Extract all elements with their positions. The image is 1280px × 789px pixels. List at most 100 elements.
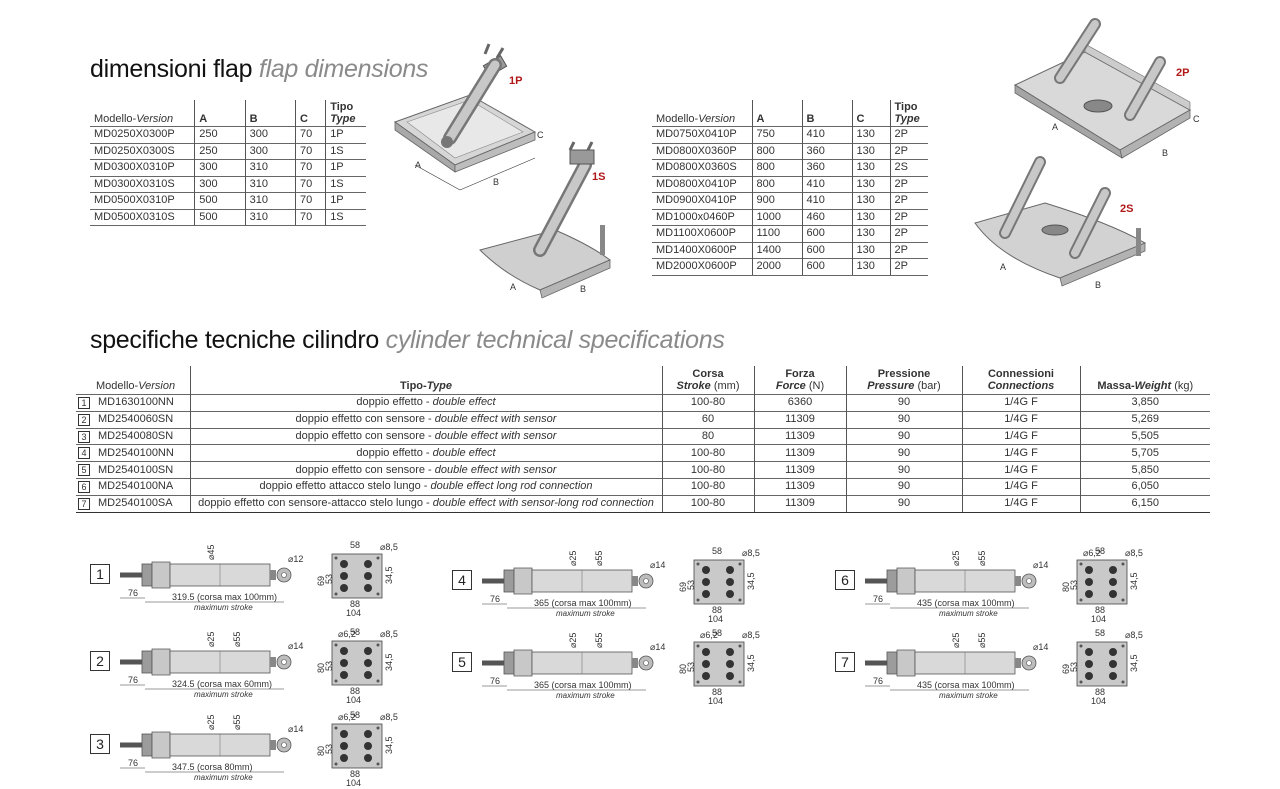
force-cell: 11309 <box>753 410 846 429</box>
c-cell: 130 <box>851 175 890 193</box>
height-side: 34,5 <box>384 566 394 584</box>
width-104: 104 <box>1091 696 1106 706</box>
drawing-number: 7 <box>835 652 855 672</box>
body-diameter-2: ⌀55 <box>977 551 987 566</box>
stroke-cell: 100-80 <box>661 494 754 513</box>
pressure-cell: 90 <box>845 427 962 445</box>
body-diameter-2: ⌀55 <box>977 633 987 648</box>
hole-diameter: ⌀8,5 <box>1125 548 1143 558</box>
type-cell: 2P <box>889 208 928 226</box>
type-cell: doppio effetto - double effect <box>189 444 662 462</box>
weight-cell: 5,269 <box>1079 410 1210 429</box>
cylinder-title-en: cylinder technical specifications <box>385 326 725 354</box>
stroke-cell: 60 <box>661 410 754 429</box>
max-stroke-caption: maximum stroke <box>556 691 615 700</box>
width-88: 88 <box>712 605 722 615</box>
length-dimension: 319.5 (corsa max 100mm) <box>172 592 277 602</box>
force-cell: 11309 <box>753 444 846 462</box>
stroke-cell: 100-80 <box>661 477 754 496</box>
rod-diameter: ⌀14 <box>288 641 303 651</box>
pressure-cell: 90 <box>845 394 962 412</box>
b-cell: 360 <box>801 159 852 176</box>
pressure-cell: 90 <box>845 444 962 462</box>
flap-1p-illustration: 1P A B C <box>393 43 544 191</box>
body-diameter: ⌀25 <box>568 551 578 566</box>
model-cell: MD0500X0310P <box>90 192 195 209</box>
cylinder-title-it: specifiche tecniche cilindro <box>90 326 379 354</box>
type-cell: 2P <box>889 241 928 259</box>
width-104: 104 <box>346 608 361 618</box>
type-cell: doppio effetto con sensore - double effe… <box>189 427 662 445</box>
length-dimension: 347.5 (corsa 80mm) <box>172 762 253 772</box>
model-cell: MD0800X0360S <box>652 159 752 176</box>
connections-cell: 1/4G F <box>961 410 1080 429</box>
c-cell: 130 <box>851 192 890 209</box>
offset-dimension: 76 <box>873 676 883 686</box>
width-104: 104 <box>708 696 723 706</box>
dim-b-label: B <box>1162 148 1168 158</box>
hole-diameter: ⌀8,5 <box>742 630 760 640</box>
width-88: 88 <box>1095 605 1105 615</box>
a-cell: 800 <box>751 159 802 176</box>
model-cell: MD1400X0600P <box>652 241 752 259</box>
drawing-number: 1 <box>90 564 110 584</box>
c-cell: 70 <box>294 192 326 209</box>
body-diameter-2: ⌀55 <box>232 632 242 647</box>
height-side: 34,5 <box>1129 572 1139 590</box>
body-diameter: ⌀25 <box>951 633 961 648</box>
c-cell: 70 <box>294 142 326 160</box>
hole-diameter-2: ⌀6,2 <box>700 630 718 640</box>
a-cell: 250 <box>194 126 246 143</box>
width-58: 58 <box>350 627 360 637</box>
hole-diameter: ⌀8,5 <box>380 629 398 639</box>
pressure-cell: 90 <box>845 494 962 513</box>
model-cell: MD1100X0600P <box>652 225 752 242</box>
type-cell: 1P <box>325 192 366 209</box>
dim-b-label: B <box>1095 280 1101 290</box>
dim-c-label: C <box>537 130 544 140</box>
width-88: 88 <box>350 599 360 609</box>
a-cell: 2000 <box>751 258 802 276</box>
type-cell: 2P <box>889 142 928 160</box>
c-cell: 130 <box>851 126 890 143</box>
c-cell: 130 <box>851 258 890 276</box>
force-cell: 6360 <box>753 394 846 412</box>
col-weight: Massa-Weight (kg) <box>1079 366 1210 395</box>
c-cell: 70 <box>294 126 326 143</box>
height-outer: 80 <box>316 746 326 756</box>
b-cell: 310 <box>244 175 296 193</box>
width-58: 58 <box>712 628 722 638</box>
drawing-number: 2 <box>90 651 110 671</box>
flap-2s-illustration: 2S A B <box>974 156 1147 290</box>
body-diameter-2: ⌀55 <box>232 715 242 730</box>
col-c: C <box>294 100 326 127</box>
hole-diameter-2: ⌀6,2 <box>338 629 356 639</box>
flap-2p-illustration: 2P A B C <box>1013 18 1200 159</box>
b-cell: 300 <box>244 126 296 143</box>
height-inner: 53 <box>324 574 334 584</box>
col-model: Modello-Version <box>96 380 176 392</box>
pressure-cell: 90 <box>845 410 962 429</box>
rod-diameter: ⌀14 <box>650 642 665 652</box>
height-inner: 53 <box>1069 662 1079 672</box>
height-inner: 53 <box>686 662 696 672</box>
pressure-cell: 90 <box>845 461 962 479</box>
type-cell: 2P <box>889 192 928 209</box>
col-b: B <box>244 100 296 127</box>
body-diameter: ⌀25 <box>206 632 216 647</box>
